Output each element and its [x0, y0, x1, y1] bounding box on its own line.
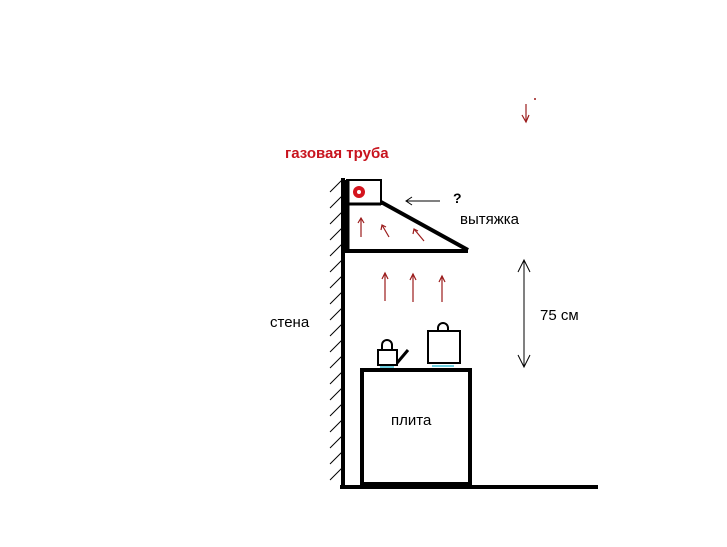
wall-hatching: [329, 179, 343, 481]
hood: [343, 179, 469, 253]
question-label: ?: [453, 190, 462, 206]
wall-label: стена: [270, 314, 310, 331]
stove: [360, 368, 472, 486]
question-arrow: [405, 196, 440, 206]
height-dimension: [517, 258, 531, 369]
stove-label: плита: [391, 412, 432, 429]
airflow-arrows: [357, 104, 530, 302]
kettle-icon: [377, 339, 410, 368]
pot-icon: [427, 322, 461, 367]
hood-label: вытяжка: [460, 211, 520, 228]
gas-pipe-label: газовая труба: [285, 145, 389, 162]
height-label: 75 см: [540, 307, 579, 324]
